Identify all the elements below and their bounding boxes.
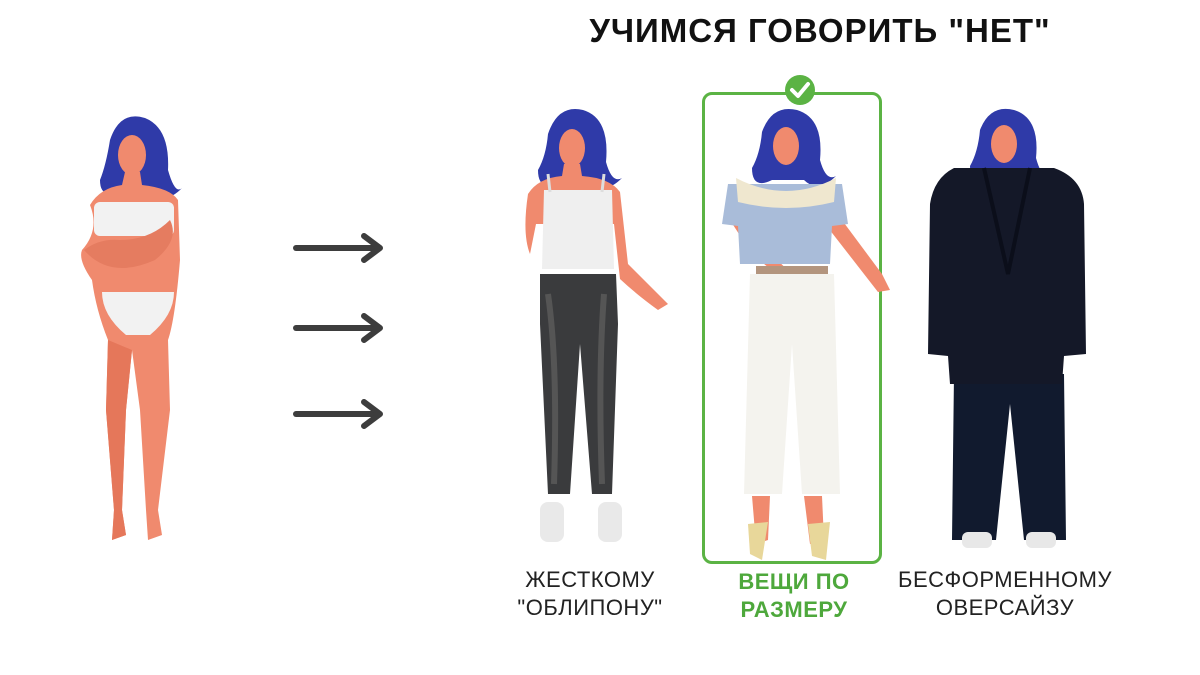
caption-line: БЕСФОРМЕННОМУ (898, 567, 1112, 592)
page-title: УЧИМСЯ ГОВОРИТЬ "НЕТ" (589, 12, 1051, 49)
arrow-right-icon (293, 313, 383, 343)
caption-line: ОВЕРСАЙЗУ (935, 595, 1075, 620)
figure-oversized-outfit (928, 108, 1086, 548)
caption-line: "ОБЛИПОНУ" (517, 595, 663, 620)
checkmark-icon (785, 75, 815, 105)
arrow-right-icon (293, 233, 383, 263)
arrow-right-icon (293, 399, 383, 429)
caption-tight: ЖЕСТКОМУ "ОБЛИПОНУ" (490, 566, 690, 622)
caption-line: ВЕЩИ ПО (738, 569, 850, 594)
figure-tight-outfit (525, 109, 668, 542)
caption-line: ЖЕСТКОМУ (525, 567, 655, 592)
figure-fitted-outfit (722, 108, 890, 560)
caption-line: РАЗМЕРУ (740, 597, 848, 622)
caption-fitted: ВЕЩИ ПО РАЗМЕРУ (694, 568, 894, 624)
caption-oversized: БЕСФОРМЕННОМУ ОВЕРСАЙЗУ (880, 566, 1130, 622)
base-figure (81, 116, 182, 540)
